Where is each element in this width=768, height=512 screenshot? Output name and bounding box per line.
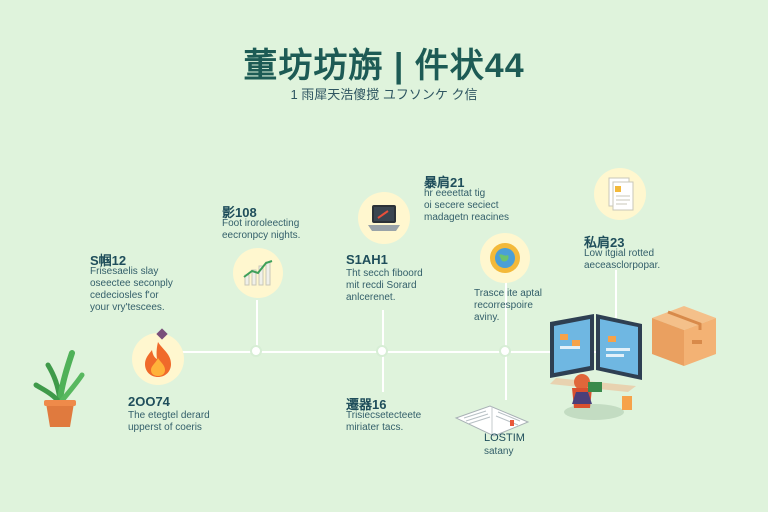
connector-line (382, 310, 384, 352)
milestone-code: S帼12 (90, 253, 127, 268)
timeline-node (250, 345, 262, 357)
milestone-code: 遷器16 (346, 397, 387, 412)
milestone-text: Trisiecsetecteete miriater tacs. (346, 410, 422, 433)
document-icon (594, 168, 646, 220)
flame-icon (132, 333, 184, 385)
milestone-code: 暴肩21 (424, 175, 465, 190)
milestone-code: 影108 (222, 205, 257, 220)
connector-line (505, 352, 507, 400)
bar-chart-icon (233, 248, 283, 298)
milestone-text: Tht secch fiboord mit recdi Sorard anlce… (346, 268, 423, 303)
milestone-text: Foot iroroleecting eecronpcy nights. (222, 218, 301, 241)
globe-badge-icon (480, 233, 530, 283)
milestone-text: The etegtel derard upperst of coeris (128, 410, 210, 433)
milestone-code: LOSTIM (484, 432, 525, 444)
page-subtitle: 1 雨犀天浩傻搅 ユフソンケ ク信 (290, 87, 478, 102)
connector-line (256, 300, 258, 352)
timeline-line (160, 351, 630, 353)
milestone-text: hr eeeettat tig oi secere seciect madage… (424, 188, 510, 223)
connector-line (382, 352, 384, 392)
milestone-text: satany (484, 446, 514, 457)
milestone-code: S1AH1 (346, 252, 388, 267)
laptop-icon (358, 192, 410, 244)
milestone-text: Low itgial rotted aeceasclorpopar. (584, 248, 661, 271)
connector-line (505, 280, 507, 352)
milestone-code: 私肩23 (584, 235, 625, 250)
timeline-node (376, 345, 388, 357)
potted-plant-icon (30, 345, 90, 430)
milestone-text: Trasce ite aptal recorrespoire aviny. (474, 288, 542, 323)
computer-workstation-icon (546, 312, 646, 424)
connector-line (615, 270, 617, 322)
open-book-icon (452, 390, 532, 440)
page-title: 董坊坊旃 | 件状44 (243, 47, 525, 85)
milestone-text: Frisesaelis slay oseectee seconply cedec… (90, 266, 173, 313)
timeline-node (499, 345, 511, 357)
cardboard-box-icon (648, 300, 720, 372)
milestone-code: 2OO74 (128, 394, 170, 409)
